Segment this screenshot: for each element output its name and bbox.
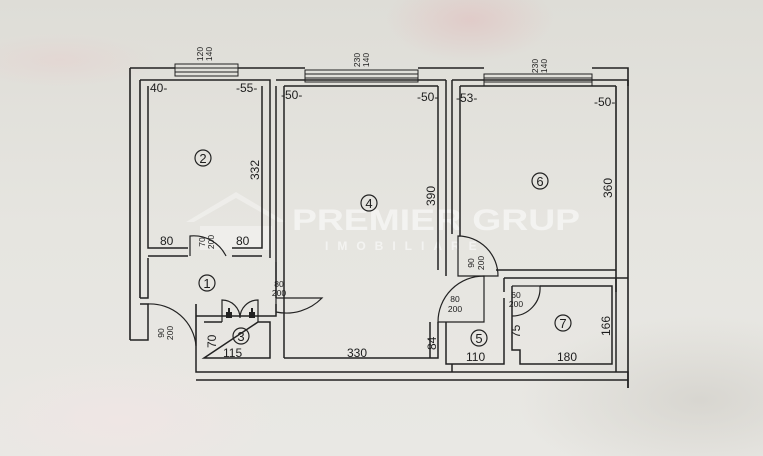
room-6-marker — [531, 172, 549, 190]
window-3-width: 230 — [530, 59, 540, 73]
dim-room2-top-left: 40- — [150, 81, 167, 95]
dim-room2-bottom-right: 80 — [236, 234, 250, 248]
door-hall-height: 200 — [448, 304, 462, 314]
window-1-width: 120 — [195, 47, 205, 61]
sanitary-fixtures — [226, 308, 255, 318]
dim-room6-top-right: -50- — [594, 95, 615, 109]
door-room-4-height: 200 — [272, 288, 286, 298]
dim-room3-side: 70 — [205, 334, 219, 348]
window-2-height: 140 — [361, 53, 371, 67]
room-1-marker — [198, 274, 216, 292]
watermark: PREMIER GRUP IMOBILIARE — [186, 192, 580, 253]
dim-room4-height: 390 — [424, 186, 438, 206]
door-room-6-width: 90 — [466, 258, 476, 268]
door-room-7-width: 60 — [511, 290, 521, 300]
dim-room5-width: 110 — [466, 350, 485, 364]
dim-room2-height: 332 — [248, 160, 262, 180]
dim-room2-bottom-left: 80 — [160, 234, 174, 248]
dim-room6-height: 360 — [601, 178, 615, 198]
room-6-number: 6 — [536, 174, 543, 189]
windows — [174, 63, 593, 87]
door-hall-width: 80 — [450, 294, 460, 304]
room-markers — [194, 149, 572, 347]
window-room-4 — [304, 69, 419, 83]
door-room-7 — [511, 285, 541, 317]
watermark-brand: PREMIER GRUP — [292, 204, 580, 237]
dim-room4-top-left: -50- — [281, 88, 302, 102]
door-room-3 — [221, 299, 259, 322]
door-room-6 — [457, 235, 499, 277]
dim-room2-top-right: -55- — [236, 81, 257, 95]
room-5-marker — [470, 329, 488, 347]
dim-room7-side: 75 — [509, 324, 523, 338]
window-room-6 — [483, 73, 593, 87]
door-room-2-height: 200 — [206, 235, 216, 249]
door-entrance — [147, 303, 197, 347]
room-2-marker — [194, 149, 212, 167]
room-5-number: 5 — [475, 331, 482, 346]
room-3-marker — [232, 327, 250, 345]
watermark-subtitle: IMOBILIARE — [325, 239, 486, 253]
watermark-house-icon — [186, 192, 286, 250]
toilet-icon — [226, 308, 232, 318]
window-3-height: 140 — [539, 59, 549, 73]
dim-room3-width: 115 — [223, 346, 242, 360]
door-room-4-width: 80 — [274, 279, 284, 289]
room-7-marker — [554, 314, 572, 332]
room-1-number: 1 — [203, 276, 210, 291]
room-3-number: 3 — [237, 329, 244, 344]
door-entrance-width: 90 — [156, 328, 166, 338]
door-room-2-width: 70 — [197, 237, 207, 247]
room-4-marker — [360, 194, 378, 212]
window-1-height: 140 — [204, 47, 214, 61]
door-room-2 — [189, 235, 227, 257]
door-room-4 — [275, 262, 324, 314]
outer-walls — [129, 67, 629, 388]
room-7-number: 7 — [559, 316, 566, 331]
sink-icon — [249, 308, 255, 318]
room-2-number: 2 — [199, 151, 206, 166]
door-room-6-height: 200 — [476, 256, 486, 270]
window-room-2 — [174, 63, 239, 77]
dim-room4-bottom-right: 84 — [425, 336, 439, 350]
dim-room6-top-left: -53- — [456, 91, 477, 105]
dim-room4-width: 330 — [347, 346, 367, 360]
dim-room7-height: 166 — [599, 316, 613, 336]
door-entrance-height: 200 — [165, 326, 175, 340]
dim-room7-width: 180 — [557, 350, 577, 364]
door-room-7-height: 200 — [509, 299, 523, 309]
doors — [147, 235, 541, 347]
room-4-number: 4 — [365, 196, 372, 211]
window-2-width: 230 — [352, 53, 362, 67]
door-hall — [437, 275, 485, 323]
dim-room4-top-right: -50- — [417, 90, 438, 104]
